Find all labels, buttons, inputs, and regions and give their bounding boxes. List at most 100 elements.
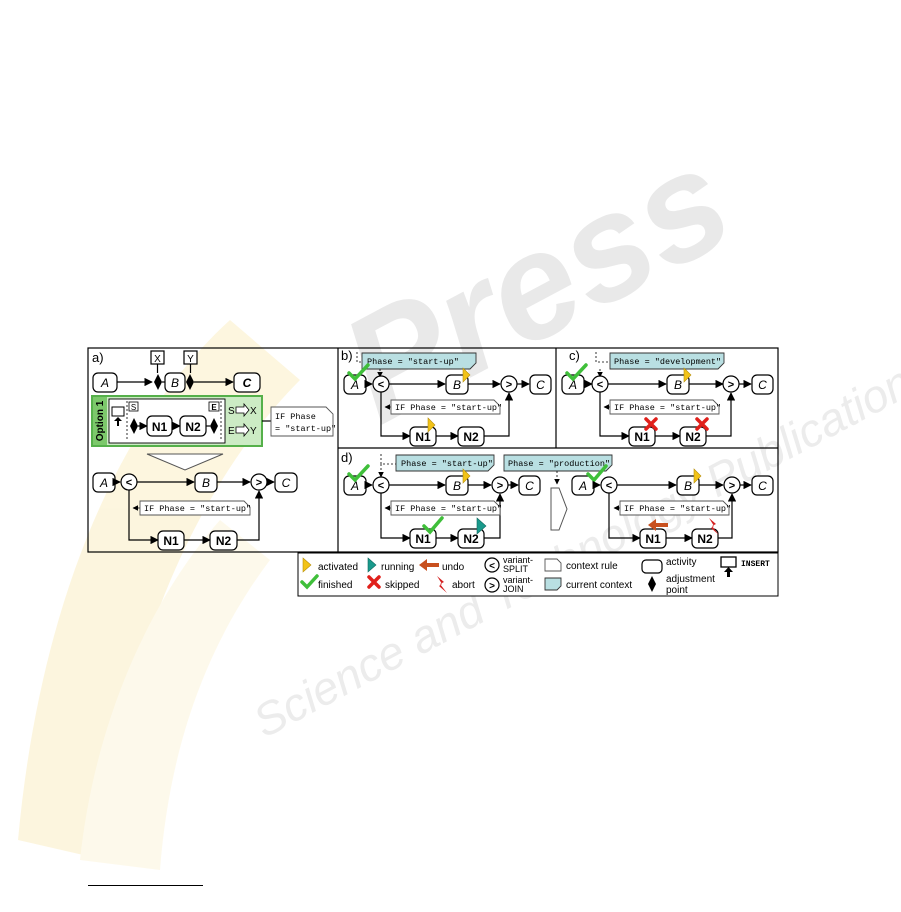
- svg-text:<: <: [489, 561, 495, 572]
- svg-text:IF Phase: IF Phase: [275, 412, 316, 422]
- svg-text:C: C: [243, 376, 252, 390]
- option-1-title-bar: [93, 397, 107, 445]
- legend-current-context: current context: [566, 580, 632, 591]
- undo-arrow-icon: [419, 559, 439, 571]
- svg-text:N2: N2: [216, 534, 232, 548]
- skipped-x-icon: [695, 417, 709, 431]
- legend-variant-join: variant-: [503, 575, 533, 585]
- finished-check-icon: [347, 363, 370, 382]
- option-1-title: Option 1: [95, 400, 106, 441]
- current-context: [361, 352, 477, 370]
- svg-text:N2: N2: [185, 420, 201, 434]
- activated-icon: [462, 367, 471, 383]
- undo-arrow-icon: [648, 519, 668, 531]
- variant-join-icon: [484, 577, 500, 593]
- context-rule-note: [619, 500, 730, 516]
- context-rule-note: [390, 500, 501, 516]
- svg-text:JOIN: JOIN: [503, 584, 524, 594]
- svg-text:>: >: [256, 477, 262, 489]
- svg-text:<: <: [378, 480, 384, 492]
- svg-text:IF Phase = "start-up": IF Phase = "start-up": [614, 403, 721, 413]
- running-icon: [476, 517, 487, 535]
- svg-text:N1: N1: [163, 534, 179, 548]
- finished-check-icon: [586, 464, 608, 483]
- map-arrow-icon: [235, 422, 250, 438]
- svg-text:X: X: [250, 406, 257, 417]
- svg-text:<: <: [597, 379, 603, 391]
- variant-split-icon: [484, 557, 500, 573]
- finished-check-icon: [347, 464, 370, 483]
- panel-d-label: d): [341, 450, 353, 465]
- svg-text:X: X: [154, 354, 161, 365]
- svg-text:N2: N2: [463, 532, 479, 546]
- svg-text:Phase = "start-up": Phase = "start-up": [367, 357, 459, 367]
- activity-c: [529, 374, 552, 395]
- insert-icon: [111, 406, 125, 417]
- legend: activated finished running skipped undo …: [297, 552, 779, 597]
- svg-text:>: >: [728, 379, 734, 391]
- current-context: [395, 454, 495, 472]
- legend-adjustment-point: adjustment: [666, 574, 715, 585]
- svg-text:N2: N2: [697, 532, 713, 546]
- option-adjustment-s-icon: [130, 418, 138, 434]
- option-context-rule: [270, 406, 334, 437]
- svg-text:IF Phase = "start-up": IF Phase = "start-up": [144, 504, 251, 514]
- svg-text:A: A: [578, 479, 587, 493]
- svg-text:>: >: [506, 379, 512, 391]
- context-rule-note: [390, 399, 501, 415]
- legend-activity: activity: [666, 557, 697, 568]
- activated-icon: [427, 417, 436, 433]
- watermark-swoosh-icon: [18, 320, 300, 860]
- svg-text:B: B: [674, 378, 682, 392]
- svg-text:B: B: [453, 479, 461, 493]
- svg-text:S: S: [228, 406, 235, 417]
- svg-text:Phase = "development": Phase = "development": [614, 357, 721, 367]
- activated-icon: [302, 557, 312, 573]
- legend-running: running: [381, 562, 414, 573]
- svg-text:A: A: [99, 476, 108, 490]
- adjustment-point-y-icon: [186, 374, 194, 390]
- svg-text:<: <: [126, 477, 132, 489]
- panel-b-label: b): [341, 348, 353, 363]
- svg-text:>: >: [497, 480, 503, 492]
- svg-text:A: A: [350, 479, 359, 493]
- svg-text:E: E: [228, 426, 235, 437]
- adjustment-point-x-icon: [154, 374, 162, 390]
- watermark-swoosh-inner-icon: [80, 520, 270, 870]
- svg-text:C: C: [525, 479, 534, 493]
- footnote-rule: [88, 885, 203, 886]
- current-context: [503, 454, 613, 472]
- option-adjustment-e-icon: [210, 418, 218, 434]
- activated-icon: [693, 468, 702, 484]
- svg-text:N2: N2: [463, 430, 479, 444]
- activity-c: [274, 472, 298, 493]
- svg-text:C: C: [536, 378, 545, 392]
- insert-icon: [720, 556, 737, 568]
- svg-text:IF Phase = "start-up": IF Phase = "start-up": [395, 504, 502, 514]
- activity-c: [518, 475, 541, 496]
- adjustment-point-icon: [648, 576, 656, 592]
- svg-text:B: B: [171, 376, 179, 390]
- finished-check-icon: [422, 516, 444, 535]
- activated-icon: [462, 468, 471, 484]
- panel-c: c) Phase = "development" A < B > C N1 N2…: [561, 348, 774, 447]
- map-arrow-icon: [235, 402, 250, 418]
- svg-text:B: B: [453, 378, 461, 392]
- svg-text:C: C: [758, 378, 767, 392]
- svg-text:Y: Y: [250, 426, 257, 437]
- transform-arrow-icon: [146, 453, 224, 471]
- activity-c: [751, 374, 774, 395]
- activity-b: [164, 372, 186, 393]
- activity-c: [233, 372, 261, 393]
- context-rule-note: [139, 500, 251, 516]
- finished-check-icon: [565, 363, 588, 382]
- svg-text:>: >: [729, 480, 735, 492]
- svg-text:>: >: [489, 581, 495, 592]
- legend-activated: activated: [318, 562, 358, 573]
- s-marker: S: [131, 403, 136, 412]
- svg-text:point: point: [666, 585, 688, 596]
- svg-text:IF Phase = "start-up": IF Phase = "start-up": [624, 504, 731, 514]
- current-context-icon: [544, 577, 562, 591]
- e-marker: E: [211, 403, 217, 412]
